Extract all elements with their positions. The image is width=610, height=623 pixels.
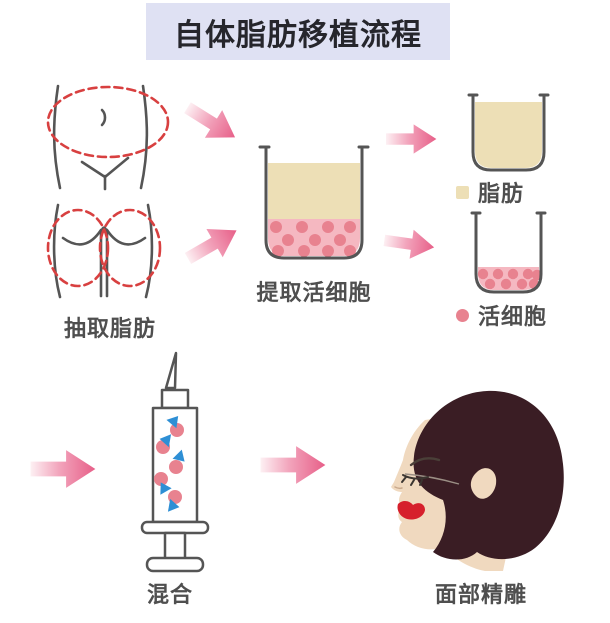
plunger-stem [163,531,187,561]
abdomen-target-dashed-ellipse [46,85,170,159]
cells-legend-label: 活细胞 [478,304,548,329]
step-label-mix: 混合 [146,582,194,607]
needle [164,351,178,390]
plunger-handle [145,556,205,573]
flow-arrow-icon [184,102,236,138]
page-title: 自体脂肪移植流程 [174,18,422,52]
fat-legend-label: 脂肪 [478,181,525,206]
needle-hub [160,388,190,410]
flow-arrow-icon [184,228,237,264]
lips [397,501,425,520]
flow-arrow-icon [30,450,96,488]
beaker-outline [258,145,370,260]
title-banner: 自体脂肪移植流程 [146,3,450,60]
cell-dots [270,221,356,257]
closed-eye [401,474,429,486]
beaker-outline [470,211,547,294]
eyebrow [409,457,441,467]
fat-swatch-icon [456,185,469,199]
flow-arrow-icon [386,124,437,154]
step-label-extract: 抽取脂肪 [63,316,157,341]
syringe-illustration [140,351,210,573]
fat-fill [475,102,542,168]
mixed-contents [154,416,185,512]
body-liposuction-illustration [46,84,170,299]
separation-beaker-illustration [258,145,370,260]
step-label-isolate: 提取活细胞 [256,280,372,305]
glasses-temple-line [404,473,460,485]
cells-marker-icon [456,308,469,322]
fat-layer [268,163,360,221]
nostril [394,486,403,490]
cells-legend: 活细胞 [456,299,547,331]
flange [140,520,210,535]
cells-beaker-illustration [470,211,547,294]
ear [470,468,497,499]
fat-legend: 脂肪 [456,176,524,208]
step-label-sculpt: 面部精雕 [434,582,528,607]
left-buttock-dashed-circle [46,208,110,288]
flow-arrow-icon [260,446,326,484]
beaker-outline [467,93,550,172]
flow-arrow-icon [383,229,435,259]
fat-beaker-illustration [467,93,550,172]
right-buttock-dashed-circle [98,208,162,288]
face-profile-illustration [391,390,564,571]
